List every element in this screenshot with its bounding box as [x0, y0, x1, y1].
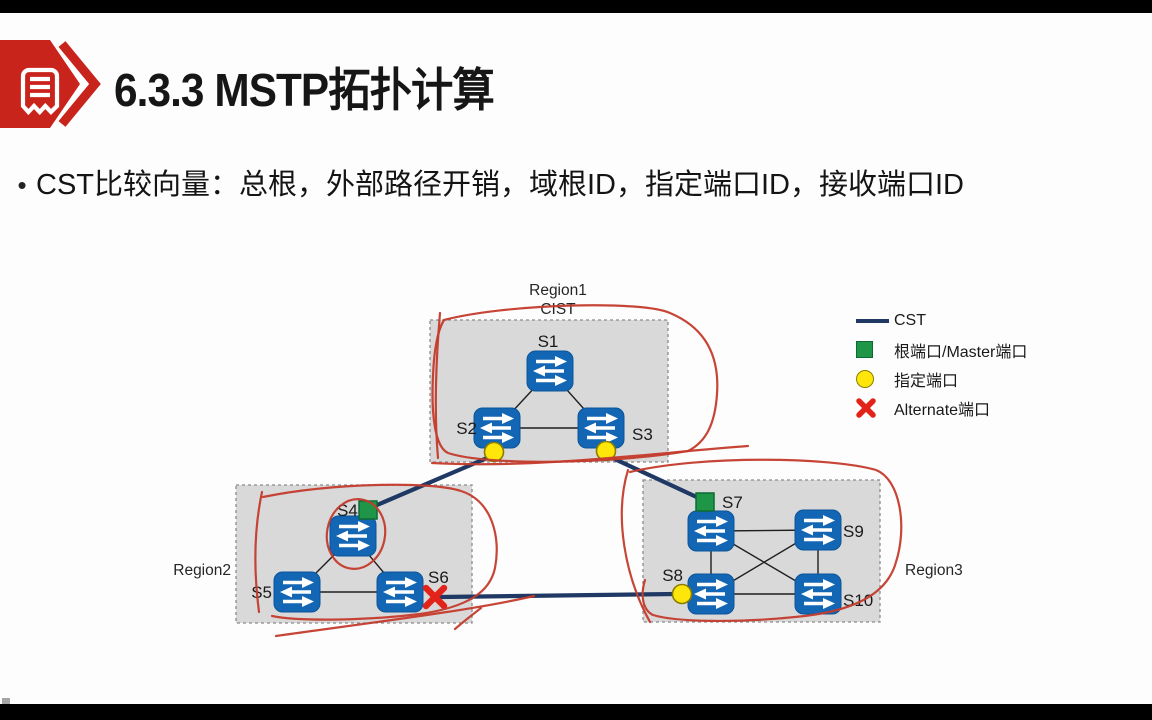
legend-item-cst: CST	[856, 306, 1027, 335]
switch-label-S4: S4	[337, 501, 358, 520]
designated-port-marker-S2	[483, 441, 505, 463]
bullet-marker: •	[17, 170, 27, 200]
switch-icon-S10	[793, 572, 843, 616]
region-label-region2: Region2	[173, 562, 231, 579]
switch-label-S8: S8	[662, 566, 683, 585]
switch-icon-S7	[686, 509, 736, 553]
bottom-letterbox-bar	[0, 704, 1152, 720]
slide-title: 6.3.3 MSTP拓扑计算	[114, 64, 495, 116]
legend-label: Alternate端口	[894, 401, 991, 419]
green-square-icon	[856, 341, 894, 358]
alternate-port-marker-S6	[422, 584, 448, 610]
region-sublabel-cist: CIST	[540, 301, 576, 318]
yellow-circle-icon	[856, 369, 894, 388]
switch-icon-S2	[472, 406, 522, 450]
hand-annotation-region2-left	[254, 490, 264, 614]
switch-label-S5: S5	[251, 583, 272, 602]
document-glyph	[20, 67, 60, 116]
hand-annotation-s4-circle	[325, 498, 387, 570]
legend-item-designated-port: 指定端口	[856, 364, 1027, 393]
region-label-region3: Region3	[905, 562, 963, 579]
designated-port-marker-S8	[671, 583, 693, 605]
line-swatch-icon	[856, 318, 894, 323]
hand-annotation-region3	[628, 458, 903, 623]
switch-label-S7: S7	[722, 493, 743, 512]
switch-icon-S8	[686, 572, 736, 616]
hand-annotation-region2-tick	[453, 606, 483, 631]
switch-label-S2: S2	[456, 419, 477, 438]
switch-icon-S4	[328, 514, 378, 558]
switch-icon-S9	[793, 508, 843, 552]
red-cross-icon	[856, 397, 894, 418]
bullet-text: CST比较向量：总根，外部路径开销，域根ID，指定端口ID，接收端口ID	[36, 169, 965, 201]
hand-annotations	[254, 304, 903, 638]
chevron-outline	[58, 41, 101, 127]
hand-annotation-region1-bottom	[430, 444, 750, 466]
switch-label-S9: S9	[843, 522, 864, 541]
footer-artifact	[2, 698, 10, 704]
cross-stroke	[422, 584, 448, 610]
hand-annotation-region3-left	[620, 468, 652, 624]
legend-label: 指定端口	[894, 372, 959, 390]
legend: CST 根端口/Master端口指定端口 Alternate端口	[856, 306, 1027, 422]
switch-label-S1: S1	[538, 332, 559, 351]
switch-icon-S5	[272, 570, 322, 614]
switch-icon-S1	[525, 349, 575, 393]
legend-label: CST	[894, 311, 926, 329]
top-letterbox-bar	[0, 0, 1152, 13]
port-markers-layer	[358, 440, 715, 610]
switch-label-S6: S6	[428, 568, 449, 587]
legend-item-alternate-port: Alternate端口	[856, 393, 1027, 422]
hand-annotation-region2-bottom	[274, 594, 536, 638]
document-ribbon-icon	[0, 40, 101, 128]
switch-label-S3: S3	[632, 425, 653, 444]
switch-icon-S6	[375, 570, 425, 614]
ribbon-shape	[0, 40, 80, 128]
region-label-region1: Region1	[529, 282, 587, 299]
bullet-line: • CST比较向量：总根，外部路径开销，域根ID，指定端口ID，接收端口ID	[8, 165, 1108, 205]
legend-label: 根端口/Master端口	[894, 343, 1028, 361]
hand-annotation-region2	[261, 483, 498, 621]
legend-item-root-port: 根端口/Master端口	[856, 335, 1027, 364]
root-port-marker-S7	[695, 492, 715, 512]
hand-annotation-region1-left	[434, 311, 442, 460]
root-port-marker-S4	[358, 500, 378, 520]
cst-link-S3-S7	[603, 452, 706, 503]
